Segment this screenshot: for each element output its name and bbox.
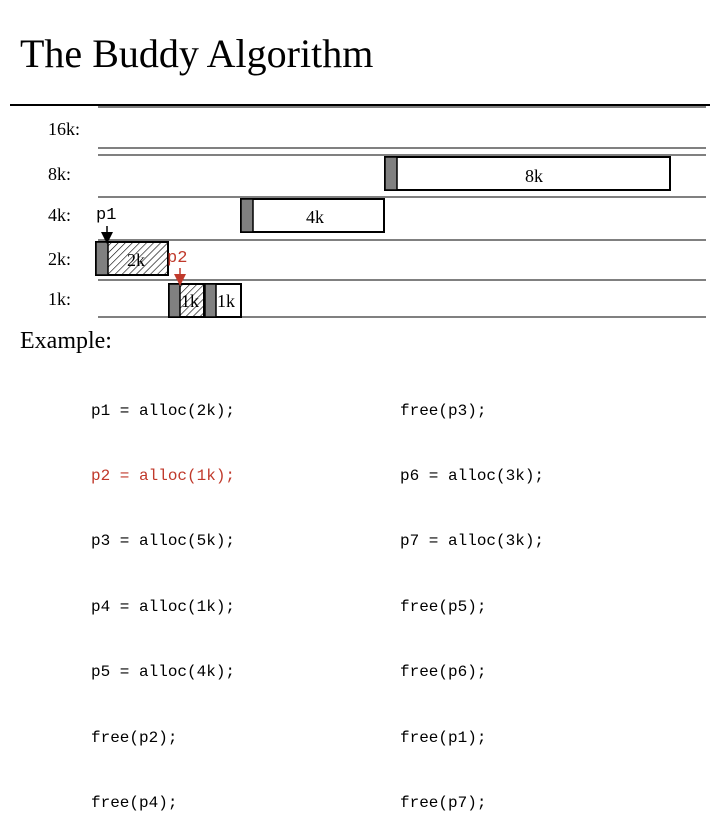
- block-1k-allocated: 1k: [168, 283, 205, 318]
- code-line: p3 = alloc(5k);: [91, 532, 236, 551]
- block-label-1k-free: 1k: [217, 291, 235, 311]
- level-row-2k: 2k: 2k: [48, 241, 706, 281]
- example-heading: Example:: [20, 328, 112, 354]
- pointer-p1: p1: [96, 206, 116, 244]
- code-line-highlighted: p2 = alloc(1k);: [91, 466, 236, 485]
- code-line: free(p6);: [400, 663, 487, 682]
- level-row-8k: 8k: 8k: [48, 154, 706, 198]
- buddy-diagram: 16k: 8k: 8k 4k: 4k 2k: 2k: [48, 106, 706, 318]
- pointer-label-p2: p2: [167, 249, 187, 268]
- pointer-p2: p2: [167, 249, 187, 286]
- code-listing-left: p1 = alloc(2k); p2 = alloc(1k); p3 = all…: [91, 357, 235, 837]
- level-row-16k: 16k:: [48, 106, 706, 149]
- level-row-1k: 1k: 1k 1k: [48, 283, 706, 318]
- code-line: free(p5);: [400, 597, 487, 616]
- block-label-2k: 2k: [127, 250, 145, 270]
- level-label-2k: 2k:: [48, 249, 71, 269]
- code-line: p6 = alloc(3k);: [400, 466, 545, 485]
- block-4k: 4k: [240, 198, 385, 233]
- level-row-4k: 4k: 4k: [48, 198, 706, 241]
- code-listing-right: free(p3); p6 = alloc(3k); p7 = alloc(3k)…: [400, 357, 544, 837]
- level-label-4k: 4k:: [48, 205, 71, 225]
- level-label-16k: 16k:: [48, 119, 80, 139]
- pointer-label-p1: p1: [96, 206, 116, 225]
- code-line: p7 = alloc(3k);: [400, 532, 545, 551]
- block-8k: 8k: [384, 156, 671, 191]
- code-line: p4 = alloc(1k);: [91, 597, 236, 616]
- level-label-8k: 8k:: [48, 164, 71, 184]
- code-line: free(p7);: [400, 793, 487, 812]
- block-1k-free: 1k: [204, 283, 242, 318]
- block-label-1k-allocated: 1k: [181, 291, 199, 311]
- code-line: free(p4);: [91, 793, 178, 812]
- code-line: free(p1);: [400, 728, 487, 747]
- block-label-4k: 4k: [306, 207, 324, 227]
- block-2k: 2k: [95, 241, 169, 276]
- page-title: The Buddy Algorithm: [20, 31, 374, 76]
- code-line: p1 = alloc(2k);: [91, 401, 236, 420]
- level-label-1k: 1k:: [48, 289, 71, 309]
- block-label-8k: 8k: [525, 166, 543, 186]
- code-line: free(p2);: [91, 728, 178, 747]
- code-line: p5 = alloc(4k);: [91, 663, 236, 682]
- title-divider: [10, 104, 710, 106]
- code-line: free(p3);: [400, 401, 487, 420]
